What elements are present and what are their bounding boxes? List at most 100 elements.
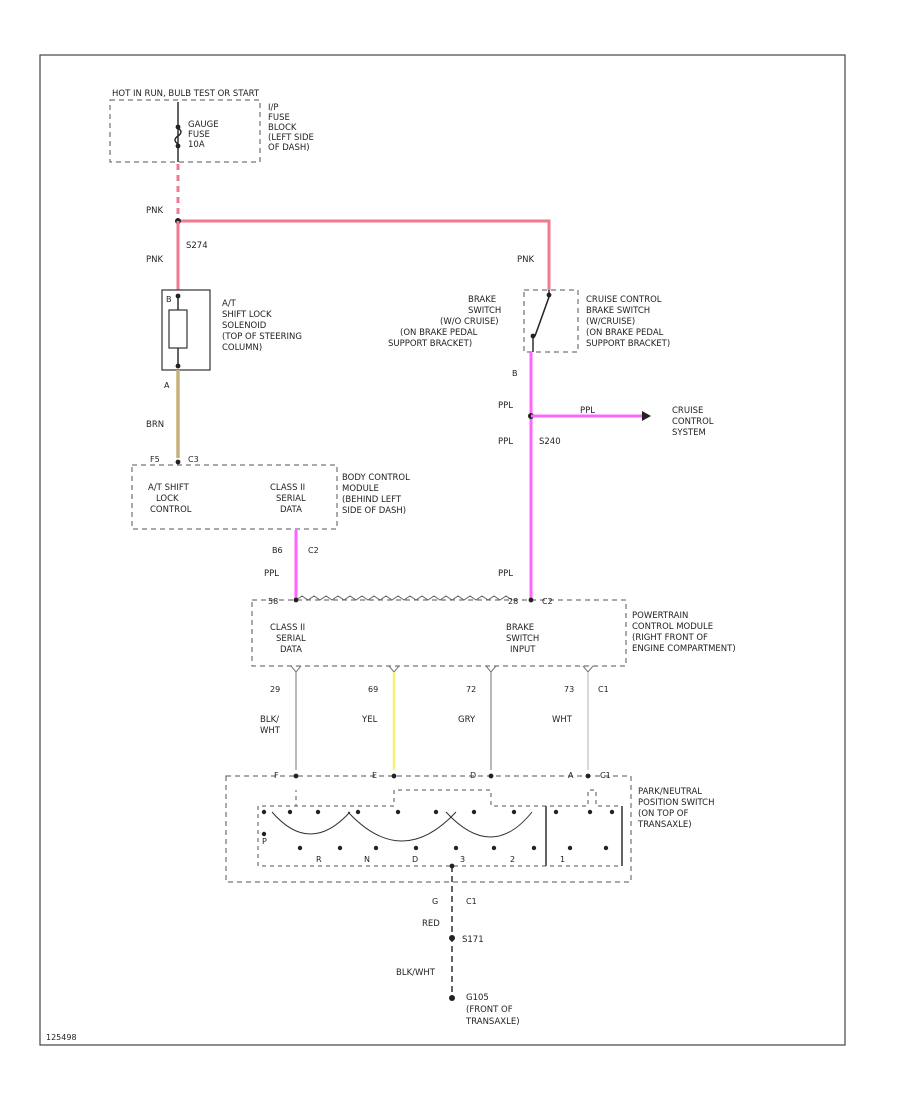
wire-label-blk-wht-1: WHT bbox=[260, 726, 281, 736]
bcm-pin-top: F5 bbox=[150, 455, 160, 464]
wire-label-ppl-upper: PPL bbox=[498, 401, 513, 411]
pcm-name-2: (RIGHT FRONT OF bbox=[632, 633, 708, 643]
prnd-cell-4: 3 bbox=[460, 855, 465, 864]
cruise-system-0: CRUISE bbox=[672, 406, 703, 416]
pcm-pin-bottom-0: 29 bbox=[270, 685, 280, 694]
pcm-pin-bottom-3: 73 bbox=[564, 685, 574, 694]
pcm-conn-bottom: C1 bbox=[598, 685, 609, 694]
cruise-system-2: SYSTEM bbox=[672, 428, 706, 438]
fuse-block: HOT IN RUN, BULB TEST OR START GAUGE FUS… bbox=[109, 89, 314, 163]
prnd-contacts bbox=[261, 809, 615, 851]
pcm-left-label-2: DATA bbox=[280, 645, 302, 655]
prnd-name-2: (ON TOP OF bbox=[638, 809, 688, 819]
prnd-cell-1: R bbox=[316, 855, 322, 864]
wire-label-pnk-right: PNK bbox=[517, 255, 534, 265]
fuse-name-2: 10A bbox=[188, 140, 205, 150]
pcm-pin-marker-0 bbox=[290, 665, 302, 673]
prnd-pin-bottom: G bbox=[432, 897, 438, 906]
prnd-name-3: TRANSAXLE) bbox=[637, 820, 692, 830]
prnd-pin-top-0: F bbox=[274, 771, 279, 780]
prnd-conn-top: C1 bbox=[600, 771, 611, 780]
solenoid-coil-icon bbox=[168, 309, 188, 349]
prnd-name-1: POSITION SWITCH bbox=[638, 798, 715, 808]
prnd-cell-2: N bbox=[364, 855, 370, 864]
fuse-name-1: FUSE bbox=[188, 130, 210, 140]
prnd-cell-5: 2 bbox=[510, 855, 515, 864]
wire-label-gry: GRY bbox=[458, 715, 476, 725]
wire-label-ppl-bcm: PPL bbox=[264, 569, 279, 579]
bcm-conn-top: C3 bbox=[188, 455, 199, 464]
ground-name: G105 bbox=[466, 993, 489, 1003]
diagram-border bbox=[39, 54, 846, 1046]
wire-label-pnk-left: PNK bbox=[146, 255, 163, 265]
fuse-location-2: BLOCK bbox=[268, 123, 297, 133]
pcm-mid-label-0: BRAKE bbox=[506, 623, 534, 633]
brake-right-label-2: (W/CRUISE) bbox=[586, 317, 635, 327]
prnd-contact-arc-2 bbox=[445, 811, 533, 838]
solenoid-label-1: SHIFT LOCK bbox=[222, 310, 272, 320]
solenoid-pin-b: B bbox=[166, 295, 172, 304]
splice-s240: S240 bbox=[539, 437, 561, 447]
brake-left-label-2: (W/O CRUISE) bbox=[440, 317, 499, 327]
fuse-location-4: OF DASH) bbox=[268, 143, 310, 153]
bcm-mid-label-2: DATA bbox=[280, 505, 302, 515]
splice-node-s171 bbox=[449, 935, 455, 941]
solenoid-pin-a: A bbox=[164, 381, 170, 390]
prnd-pin-top-1: E bbox=[372, 771, 377, 780]
prnd-contact-arc-1 bbox=[347, 811, 457, 842]
wire-pnk-branch bbox=[178, 219, 551, 290]
fuse-location-1: FUSE bbox=[268, 113, 290, 123]
arrow-icon bbox=[642, 411, 651, 421]
brake-right-label-0: CRUISE CONTROL bbox=[586, 295, 662, 305]
ground-location-0: (FRONT OF bbox=[466, 1005, 513, 1015]
wire-label-wht: WHT bbox=[552, 715, 573, 725]
fuse-name-0: GAUGE bbox=[188, 120, 219, 130]
pcm-pin-marker-3 bbox=[582, 665, 594, 673]
prnd-pin-top-2: D bbox=[470, 771, 476, 780]
brake-left-label-4: SUPPORT BRACKET) bbox=[388, 339, 472, 349]
wire-label-blk-wht-ground: BLK/WHT bbox=[396, 968, 436, 978]
prnd-name-0: PARK/NEUTRAL bbox=[638, 787, 702, 797]
brake-left-label-0: BRAKE bbox=[468, 295, 496, 305]
solenoid-label-2: SOLENOID bbox=[222, 321, 267, 331]
wire-label-pnk-top: PNK bbox=[146, 206, 163, 216]
wire-label-brn: BRN bbox=[146, 420, 164, 430]
pcm-name-1: CONTROL MODULE bbox=[632, 622, 713, 632]
prnd-cell-6: 1 bbox=[560, 855, 565, 864]
bcm-left-label-0: A/T SHIFT bbox=[148, 483, 190, 493]
fuse-header: HOT IN RUN, BULB TEST OR START bbox=[112, 89, 260, 99]
prnd-pin-top-3: A bbox=[568, 771, 574, 780]
pcm-pin-bottom-1: 69 bbox=[368, 685, 378, 694]
pcm-mid-label-1: SWITCH bbox=[506, 634, 539, 644]
brake-left-label-1: SWITCH bbox=[468, 306, 501, 316]
wire-label-red: RED bbox=[422, 919, 440, 929]
fuse-location-0: I/P bbox=[268, 103, 279, 113]
prnd-contact-arc-3 bbox=[271, 811, 351, 835]
splice-s171: S171 bbox=[462, 935, 484, 945]
pcm-name-0: POWERTRAIN bbox=[632, 611, 688, 621]
powertrain-control-module: 58 28 C2 CLASS II SERIAL DATA BRAKE SWIT… bbox=[251, 595, 736, 694]
wire-label-ppl-pcm: PPL bbox=[498, 569, 513, 579]
pcm-pin-marker-1 bbox=[388, 665, 400, 673]
prnd-inner-outline bbox=[257, 789, 623, 867]
fuse-icon bbox=[174, 127, 182, 145]
bcm-mid-label-0: CLASS II bbox=[270, 483, 305, 493]
bcm-name-2: (BEHIND LEFT bbox=[342, 495, 402, 505]
ground-node bbox=[449, 995, 455, 1001]
ground-location-1: TRANSAXLE) bbox=[465, 1017, 520, 1027]
splice-s274: S274 bbox=[186, 241, 208, 251]
shift-lock-solenoid: B A/T SHIFT LOCK SOLENOID (TOP OF STEERI… bbox=[161, 289, 302, 371]
brake-pin-b: B bbox=[512, 369, 518, 378]
pcm-pin-right: 28 bbox=[508, 597, 518, 606]
figure-id: 125498 bbox=[46, 1033, 77, 1042]
pcm-connector-zigzag bbox=[295, 595, 513, 601]
bcm-pin-bottom: B6 bbox=[272, 546, 283, 555]
fuse-location-3: (LEFT SIDE bbox=[268, 133, 314, 143]
pcm-mid-label-2: INPUT bbox=[510, 645, 536, 655]
wire-label-yel: YEL bbox=[361, 715, 378, 725]
pcm-conn-top: C2 bbox=[542, 597, 553, 606]
solenoid-label-4: COLUMN) bbox=[222, 343, 262, 353]
wire-label-ppl-lower: PPL bbox=[498, 437, 513, 447]
cruise-system-1: CONTROL bbox=[672, 417, 714, 427]
